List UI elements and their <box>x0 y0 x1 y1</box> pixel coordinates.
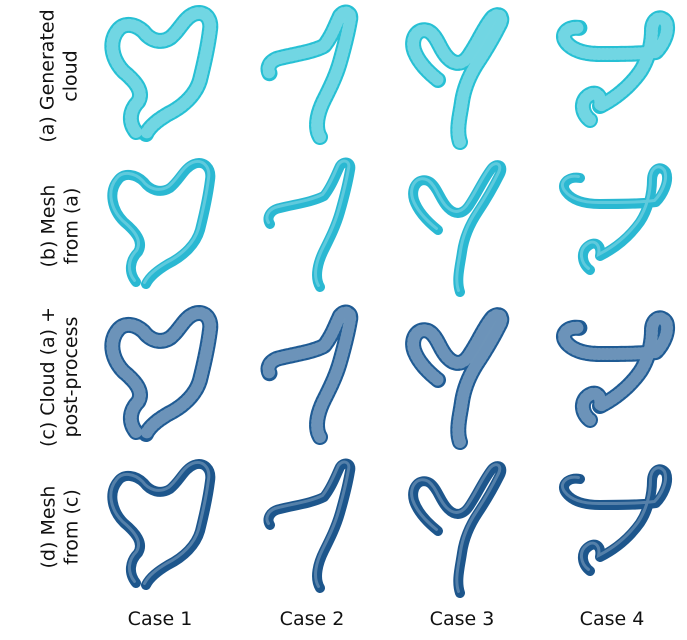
mesh-body <box>107 459 216 590</box>
mesh-highlight <box>410 162 502 292</box>
colon-render <box>104 5 219 142</box>
mesh-highlight <box>560 466 667 571</box>
render-cell <box>390 152 535 302</box>
colon-render <box>263 157 356 292</box>
mesh-body <box>408 160 507 297</box>
row-label-a-line1: (a) Generated <box>37 9 59 143</box>
mesh-body <box>559 163 672 275</box>
point-cloud-core <box>408 310 506 447</box>
render-cell <box>88 302 233 452</box>
colon-render <box>263 458 356 593</box>
render-cell <box>390 2 535 152</box>
mesh-body <box>559 464 672 576</box>
colon-render <box>107 158 216 289</box>
point-cloud-speckle <box>106 307 217 440</box>
point-cloud-speckle <box>106 7 217 140</box>
point-cloud-core <box>559 13 672 125</box>
point-cloud-speckle <box>262 306 357 443</box>
render-cell <box>390 453 535 603</box>
render-cell <box>88 453 233 603</box>
render-cell <box>240 453 385 603</box>
row-label-b-line1: (b) Mesh <box>36 184 59 268</box>
mesh-body <box>408 461 507 598</box>
point-cloud-speckle <box>558 12 673 126</box>
point-cloud-core <box>559 313 672 425</box>
colon-render <box>405 307 510 450</box>
col-label-case-3: Case 3 <box>429 608 495 630</box>
mesh-highlight <box>109 160 211 284</box>
point-cloud-speckle <box>407 9 508 148</box>
colon-render <box>408 160 507 297</box>
render-cell <box>540 152 685 302</box>
row-label-c-line2: post-process <box>60 316 82 438</box>
point-cloud-speckle <box>558 312 673 426</box>
colon-render <box>556 310 675 428</box>
render-cell <box>88 152 233 302</box>
colon-render <box>405 7 510 150</box>
colon-render <box>408 461 507 598</box>
colon-render <box>559 163 672 275</box>
render-cell <box>540 302 685 452</box>
point-cloud-core <box>107 308 215 439</box>
render-cell <box>390 302 535 452</box>
row-label-d-line2: from (c) <box>59 489 82 565</box>
render-cell <box>240 302 385 452</box>
mesh-highlight <box>265 460 351 588</box>
point-cloud-core <box>408 10 506 147</box>
colon-render <box>107 459 216 590</box>
mesh-highlight <box>410 463 502 593</box>
row-label-a-line2: cloud <box>60 50 82 102</box>
render-cell <box>240 2 385 152</box>
point-cloud-speckle <box>262 6 357 143</box>
row-label-b-line2: from (a) <box>59 187 82 265</box>
mesh-highlight <box>109 461 211 585</box>
point-cloud-core <box>107 8 215 139</box>
colon-render <box>559 464 672 576</box>
colon-render <box>260 304 359 445</box>
point-cloud-speckle <box>407 309 508 448</box>
render-cell <box>540 2 685 152</box>
colon-render <box>260 4 359 145</box>
col-label-case-1: Case 1 <box>127 608 193 630</box>
colon-render <box>104 305 219 442</box>
render-cell <box>540 453 685 603</box>
mesh-highlight <box>560 165 667 270</box>
point-cloud-core <box>264 8 355 142</box>
render-cell <box>240 152 385 302</box>
render-cell <box>88 2 233 152</box>
col-label-case-4: Case 4 <box>579 608 645 630</box>
mesh-body <box>263 157 356 292</box>
row-label-d-line1: (d) Mesh <box>36 485 59 569</box>
mesh-highlight <box>265 159 351 287</box>
row-label-c-line1: (c) Cloud (a) + <box>37 306 59 448</box>
mesh-body <box>107 158 216 289</box>
colon-render <box>556 10 675 128</box>
mesh-body <box>263 458 356 593</box>
point-cloud-core <box>264 308 355 442</box>
col-label-case-2: Case 2 <box>279 608 345 630</box>
